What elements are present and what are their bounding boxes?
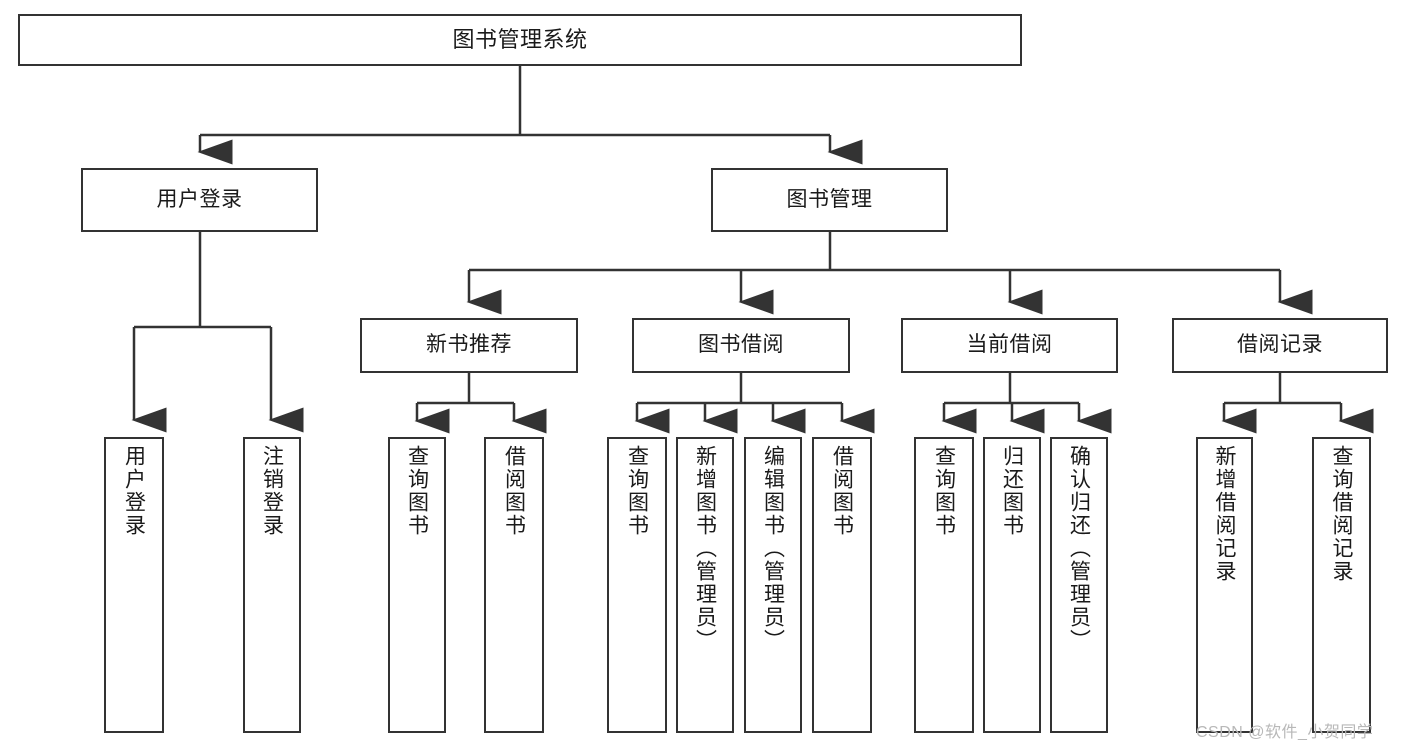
node-current-borrow[interactable]: 当前借阅	[901, 318, 1118, 373]
node-user-logout[interactable]: 注销登录	[243, 437, 301, 733]
node-borrow-query-book[interactable]: 查询图书	[607, 437, 667, 733]
node-new-book-rec[interactable]: 新书推荐	[360, 318, 578, 373]
node-label: 查询借阅记录	[1330, 445, 1353, 583]
node-borrow-borrow-book[interactable]: 借阅图书	[812, 437, 872, 733]
node-label: 注销登录	[260, 445, 284, 537]
node-label: 查询图书	[405, 445, 429, 537]
node-label: 图书管理系统	[452, 27, 588, 53]
node-book-borrow[interactable]: 图书借阅	[632, 318, 850, 373]
node-rec-borrow-book[interactable]: 借阅图书	[484, 437, 544, 733]
node-label: 用户登录	[122, 445, 146, 537]
node-record-query[interactable]: 查询借阅记录	[1312, 437, 1371, 733]
node-root-system[interactable]: 图书管理系统	[18, 14, 1022, 66]
node-borrow-add-book[interactable]: 新增图书（管理员）	[676, 437, 734, 733]
node-user-login-do[interactable]: 用户登录	[104, 437, 164, 733]
node-label: 当前借阅	[966, 333, 1053, 357]
node-label: 归还图书	[1000, 445, 1024, 537]
node-label: 图书管理	[786, 187, 873, 211]
node-label: 新增借阅记录	[1213, 445, 1236, 583]
node-label: 借阅图书	[502, 445, 526, 537]
csdn-watermark: CSDN @软件_小贺同学	[1196, 724, 1374, 741]
node-label: 用户登录	[156, 187, 243, 211]
node-label: 新书推荐	[426, 333, 512, 357]
node-book-manage[interactable]: 图书管理	[711, 168, 948, 232]
node-label: 新增图书（管理员）	[693, 445, 717, 652]
node-label: 图书借阅	[698, 333, 784, 357]
node-borrow-edit-book[interactable]: 编辑图书（管理员）	[744, 437, 802, 733]
node-user-login[interactable]: 用户登录	[81, 168, 318, 232]
node-label: 借阅图书	[830, 445, 854, 537]
node-borrow-record[interactable]: 借阅记录	[1172, 318, 1388, 373]
node-label: 查询图书	[625, 445, 649, 537]
node-label: 查询图书	[932, 445, 956, 537]
node-label: 借阅记录	[1237, 333, 1323, 357]
node-rec-query-book[interactable]: 查询图书	[388, 437, 446, 733]
node-current-confirm-return[interactable]: 确认归还（管理员）	[1050, 437, 1108, 733]
node-label: 编辑图书（管理员）	[761, 445, 785, 652]
node-current-query-book[interactable]: 查询图书	[914, 437, 974, 733]
node-current-return-book[interactable]: 归还图书	[983, 437, 1041, 733]
node-record-add[interactable]: 新增借阅记录	[1196, 437, 1253, 733]
node-label: 确认归还（管理员）	[1067, 445, 1091, 652]
